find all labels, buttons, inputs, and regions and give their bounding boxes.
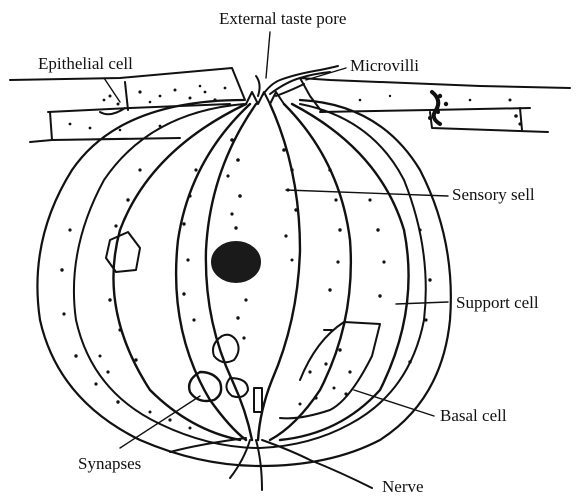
small-cell-outline xyxy=(106,232,140,272)
label-basal-cell: Basal cell xyxy=(440,407,507,424)
label-microvilli: Microvilli xyxy=(350,57,419,74)
leader-epithelial-cell xyxy=(104,78,120,102)
leader-external-taste-pore xyxy=(266,32,270,78)
leader-support-cell xyxy=(396,302,448,304)
label-external-taste-pore: External taste pore xyxy=(219,10,346,27)
label-epithelial-cell: Epithelial cell xyxy=(38,55,133,72)
leader-sensory-cell xyxy=(286,190,448,196)
label-nerve: Nerve xyxy=(382,478,424,495)
synapse-knots xyxy=(189,335,262,412)
sensory-cell-nucleus xyxy=(212,242,260,282)
cell-stipple xyxy=(60,138,431,429)
leader-synapses xyxy=(120,396,200,448)
label-support-cell: Support cell xyxy=(456,294,539,311)
label-sensory-cell: Sensory sell xyxy=(452,186,535,203)
microvilli-strands xyxy=(256,66,338,96)
label-synapses: Synapses xyxy=(78,455,141,472)
epithelium-layer xyxy=(10,68,570,142)
nerve-fibers xyxy=(170,438,372,490)
